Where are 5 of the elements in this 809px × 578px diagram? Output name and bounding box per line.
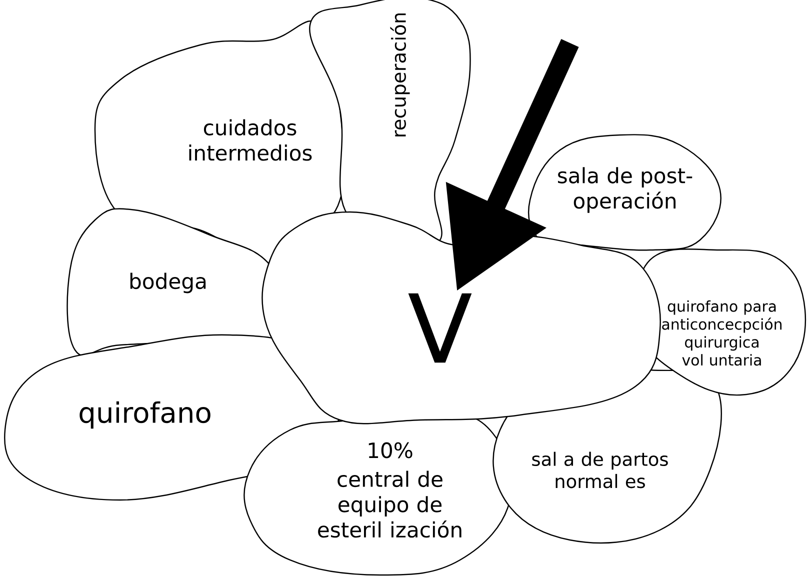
node-label: quirofano para anticoncecpción quirurgica vol untaria [662, 300, 782, 366]
zone-bubble: sala de post-operación [528, 134, 722, 251]
zone-bubble: 10% central de equipo de esteril ización [244, 409, 512, 576]
node-label: 10% [368, 442, 412, 458]
zone-bubble: cuidados intermedios [94, 20, 346, 266]
